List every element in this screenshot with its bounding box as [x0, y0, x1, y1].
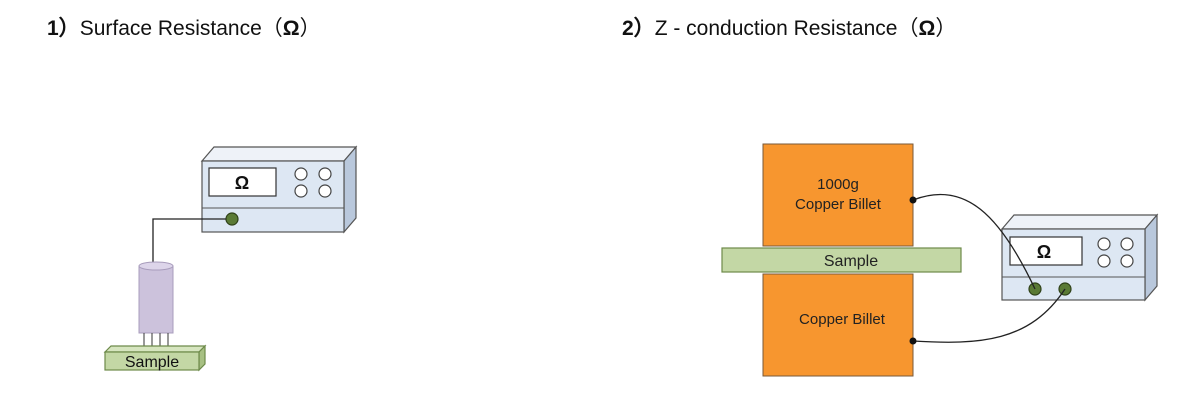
- electrode-top: [138, 261, 174, 271]
- meter-side: [1144, 213, 1158, 302]
- electrode-body: [138, 265, 174, 334]
- meter-knob: [1097, 254, 1111, 268]
- meter-display: [208, 167, 277, 197]
- sample-front: [104, 351, 200, 371]
- sample-strip-body: [721, 247, 962, 273]
- meter-display-symbol: Ω: [235, 173, 249, 193]
- heading-text: Surface Resistance（: [79, 17, 283, 40]
- sample-strip: Sample: [721, 247, 962, 273]
- meter-side: [343, 145, 357, 234]
- wire-top-billet-to-meter: [912, 193, 1036, 290]
- billet-name-label: Copper Billet: [795, 196, 882, 213]
- meter-display: [1009, 236, 1083, 266]
- ohm-symbol: Ω: [918, 17, 936, 40]
- copper-billet-body: [762, 143, 914, 247]
- meter-knob: [294, 167, 308, 181]
- heading-close: ）: [935, 17, 957, 40]
- heading-number: 1）: [47, 17, 80, 40]
- lead-wire: [152, 218, 226, 266]
- meter-knob: [1120, 254, 1134, 268]
- bottom-copper-billet: Copper Billet: [762, 273, 914, 377]
- copper-billet-body: [762, 273, 914, 377]
- meter-top: [200, 146, 358, 162]
- sample-label: Sample: [125, 354, 179, 371]
- wire-bottom-billet-to-meter: [912, 288, 1066, 343]
- meter-knob: [1097, 237, 1111, 251]
- ohmmeter-1: Ω: [200, 145, 358, 234]
- heading-number: 2）: [622, 17, 655, 40]
- wire-junction-dot: [909, 196, 917, 204]
- meter-knob: [318, 184, 332, 198]
- meter-display-symbol: Ω: [1037, 242, 1051, 262]
- billet-name-label: Copper Billet: [799, 311, 886, 328]
- meter-top: [1000, 214, 1159, 230]
- surface-resistance-heading: 1）Surface Resistance（Ω）: [47, 12, 321, 42]
- z-conduction-resistance-heading: 2）Z - conduction Resistance（Ω）: [622, 12, 956, 42]
- surface-resistance-diagram: Ω Sample: [103, 145, 358, 372]
- meter-knob: [318, 167, 332, 181]
- sample-top: [103, 345, 207, 353]
- meter-terminal: [225, 212, 239, 226]
- meter-knob: [294, 184, 308, 198]
- heading-text: Z - conduction Resistance（: [654, 17, 919, 40]
- z-conduction-diagram: 1000g Copper Billet Sample Copper Billet…: [721, 143, 1159, 377]
- billet-weight-label: 1000g: [817, 176, 859, 193]
- meter-knob: [1120, 237, 1134, 251]
- electrode: [138, 261, 174, 346]
- ohmmeter-2: Ω: [1000, 213, 1159, 302]
- wire-junction-dot: [909, 337, 917, 345]
- heading-close: ）: [299, 17, 321, 40]
- ohm-symbol: Ω: [282, 17, 300, 40]
- sample-label: Sample: [824, 253, 878, 270]
- sample-block-1: Sample: [103, 344, 207, 372]
- top-copper-billet: 1000g Copper Billet: [762, 143, 914, 247]
